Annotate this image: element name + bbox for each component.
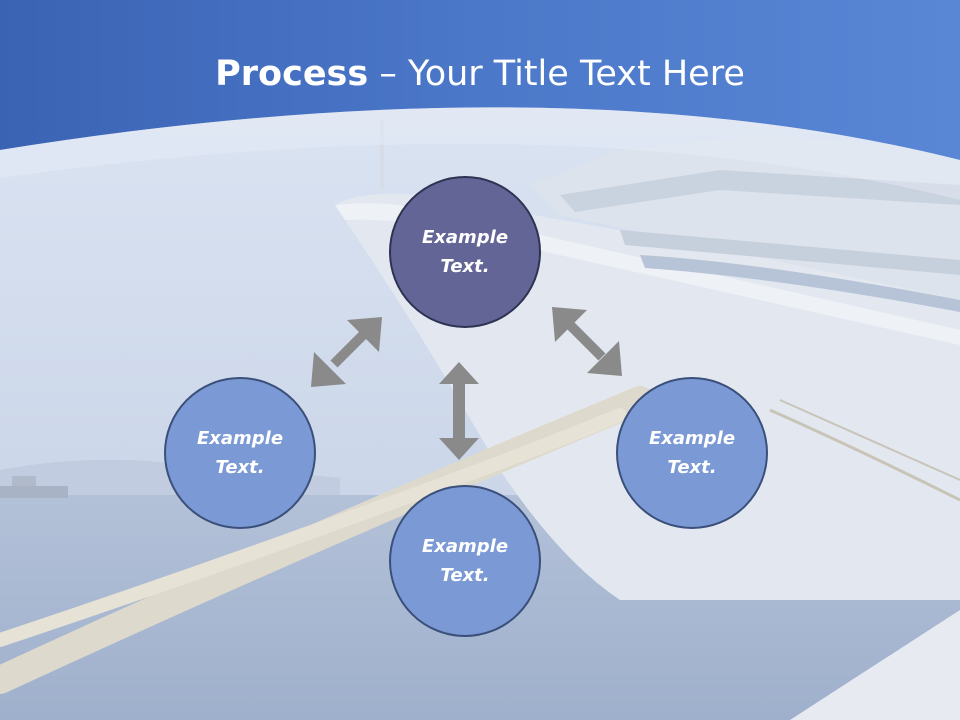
- node-top-line1: Example: [421, 227, 509, 248]
- double-arrow-left: [311, 317, 382, 387]
- node-left-line2: Text.: [215, 457, 265, 478]
- node-top-line2: Text.: [440, 256, 490, 277]
- node-right-line1: Example: [648, 428, 736, 449]
- node-bottom-line2: Text.: [440, 565, 490, 586]
- slide-title: Process – Your Title Text Here: [0, 52, 960, 96]
- title-bold-part: Process: [215, 54, 369, 94]
- node-bottom-line1: Example: [421, 536, 509, 557]
- title-rest-part: – Your Title Text Here: [368, 54, 745, 94]
- double-arrow-right: [552, 307, 622, 376]
- node-left-line1: Example: [196, 428, 284, 449]
- double-arrow-vertical: [439, 362, 479, 460]
- node-right-line2: Text.: [667, 457, 717, 478]
